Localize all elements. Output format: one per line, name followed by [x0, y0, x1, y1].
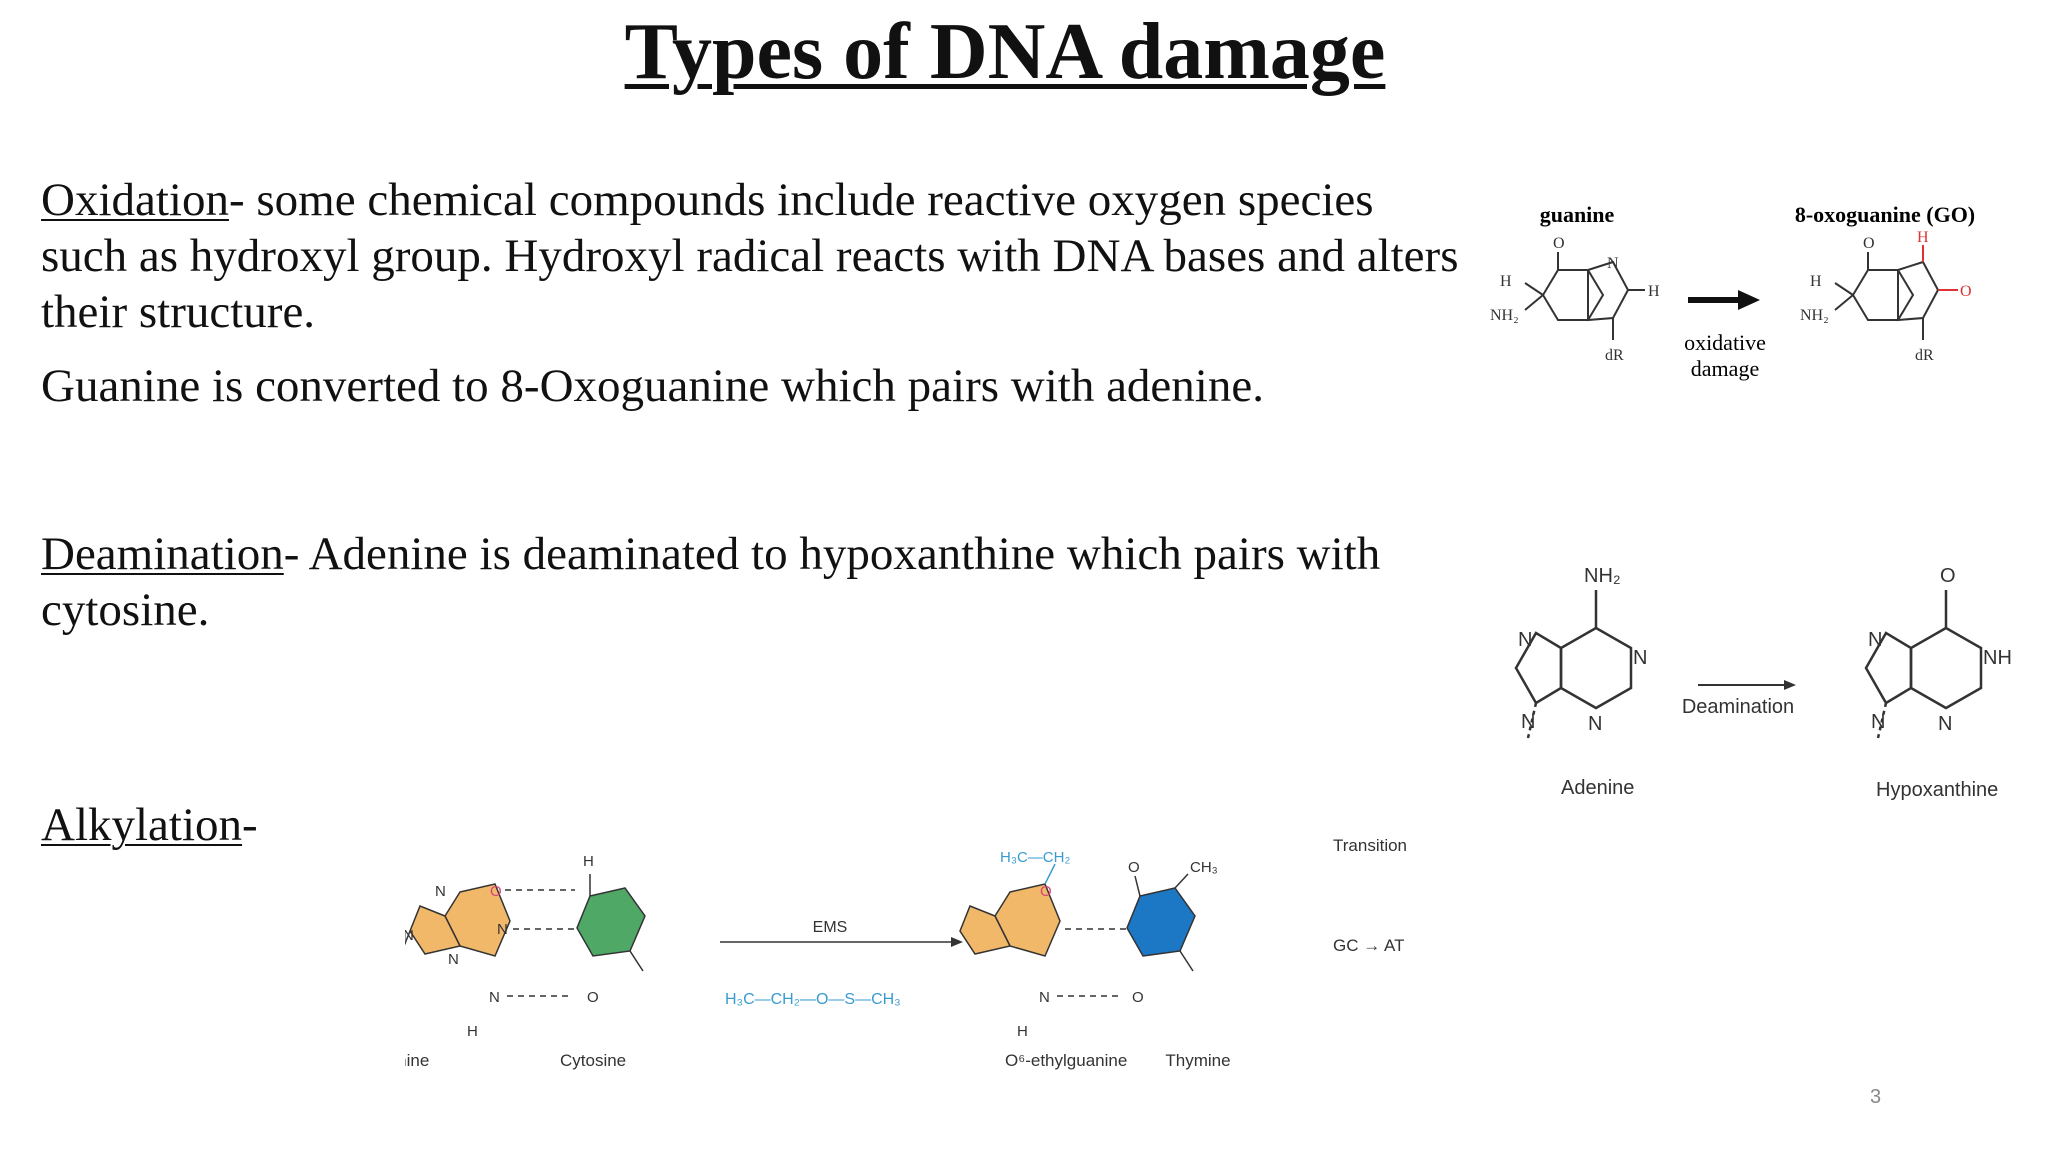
hypoxanthine-structure	[1864, 590, 1983, 739]
cytosine-molecule	[576, 874, 646, 972]
ems-label: EMS	[813, 919, 848, 936]
alkylation-paragraph: Alkylation-	[41, 797, 1461, 853]
adenine-label: Adenine	[1561, 777, 1634, 799]
guanine-caption: Guanine	[405, 1051, 429, 1070]
slide-title: Types of DNA damage	[624, 8, 1386, 96]
arrow-label-damage: damage	[1691, 356, 1759, 381]
ethyl-hydrogen-bonds	[1057, 928, 1127, 997]
ethylguanine-molecule	[959, 863, 1061, 957]
deamination-term: Deamination	[41, 528, 284, 580]
guanine-n2: N	[489, 989, 500, 1006]
alkylation-figure: O N N N N N H H O	[405, 836, 1430, 1084]
ethylguanine-oxygen: O	[1040, 883, 1052, 900]
arrow-label-oxidative: oxidative	[1684, 330, 1766, 355]
cytosine-oxygen: O	[587, 989, 599, 1006]
deamination-text: - Adenine is deaminated to hypoxanthine …	[41, 528, 1381, 636]
adenine-atom-n7: N	[1518, 629, 1532, 651]
hypoxanthine-atom-nh: NH	[1983, 647, 2012, 669]
deamination-arrow	[1698, 680, 1796, 690]
oxidation-detail: Guanine is converted to 8-Oxoguanine whi…	[41, 360, 1264, 412]
guanine-n1: N	[497, 921, 508, 938]
oxidation-figure: guanine 8-oxoguanine (GO) O H N H NH₂ dR	[1470, 190, 2035, 420]
oxoguanine-structure	[1834, 245, 1958, 340]
guanine-atom-h: H	[1500, 273, 1512, 290]
guanine-atom-o: O	[1553, 235, 1565, 252]
adenine-atom-nh2: NH₂	[1584, 565, 1621, 587]
ethylguanine-caption: O⁶-ethylguanine	[1005, 1051, 1127, 1070]
oxoguanine-label: 8-oxoguanine (GO)	[1795, 202, 1975, 227]
oxidation-paragraph: Oxidation- some chemical compounds inclu…	[41, 172, 1461, 340]
cytosine-h: H	[583, 853, 594, 870]
guanine-atom-nh2: NH₂	[1490, 307, 1519, 324]
alkylation-term: Alkylation	[41, 799, 243, 851]
hypoxanthine-atom-n7: N	[1868, 629, 1882, 651]
guanine-n9: N	[405, 927, 414, 944]
deamination-arrow-label: Deamination	[1682, 696, 1794, 718]
adenine-structure	[1514, 590, 1633, 739]
adenine-atom-n3: N	[1588, 713, 1602, 735]
guanine-n7: N	[435, 883, 446, 900]
gc-hydrogen-bonds	[505, 889, 580, 997]
guanine-label: guanine	[1540, 202, 1615, 227]
deamination-paragraph: Deamination- Adenine is deaminated to hy…	[41, 526, 1461, 638]
thymine-caption: Thymine	[1165, 1051, 1230, 1070]
oxoguanine-atom-nh2: NH₂	[1800, 307, 1829, 324]
guanine-molecule	[405, 883, 511, 957]
oxoguanine-atom-h-red: H	[1917, 229, 1929, 246]
ethyl-group: H₃C—CH₂	[1000, 849, 1070, 866]
hypoxanthine-atom-o: O	[1940, 565, 1956, 587]
guanine-atom-dr: dR	[1605, 347, 1624, 364]
guanine-h: H	[467, 1023, 478, 1040]
thymine-methyl: CH₃	[1190, 859, 1218, 876]
adenine-atom-n1: N	[1633, 647, 1647, 669]
oxoguanine-atom-o: O	[1863, 235, 1875, 252]
ems-formula: H₃C—CH₂—O—S—CH₃	[725, 991, 901, 1008]
ethylguanine-n2: N	[1039, 989, 1050, 1006]
transition-label: Transition	[1333, 836, 1407, 855]
oxoguanine-atom-dr: dR	[1915, 347, 1934, 364]
gc-at-label: GC → AT	[1333, 936, 1404, 955]
alkylation-text: -	[242, 799, 258, 851]
page-number: 3	[1870, 1086, 1882, 1108]
guanine-atom-n: N	[1607, 255, 1619, 272]
guanine-atom-h2: H	[1648, 283, 1660, 300]
oxidation-arrow	[1688, 290, 1760, 310]
ethylguanine-h: H	[1017, 1023, 1028, 1040]
oxoguanine-atom-o-red: O	[1960, 283, 1972, 300]
thymine-oxygen-top: O	[1128, 859, 1140, 876]
adenine-atom-n9: N	[1521, 711, 1535, 733]
ems-arrow	[720, 937, 963, 947]
thymine-molecule	[1126, 873, 1196, 972]
guanine-oxygen: O	[490, 883, 502, 900]
hypoxanthine-label: Hypoxanthine	[1876, 779, 1998, 801]
oxidation-text: - some chemical compounds include reacti…	[41, 174, 1459, 338]
cytosine-caption: Cytosine	[560, 1051, 626, 1070]
hypoxanthine-atom-n9: N	[1871, 711, 1885, 733]
oxidation-term: Oxidation	[41, 174, 229, 226]
hypoxanthine-atom-n3: N	[1938, 713, 1952, 735]
oxoguanine-atom-h: H	[1810, 273, 1822, 290]
guanine-n3: N	[448, 951, 459, 968]
deamination-figure: NH₂ N N N N Adenine Deamination O NH	[1466, 528, 2038, 818]
guanine-structure	[1524, 252, 1645, 340]
thymine-oxygen-bottom: O	[1132, 989, 1144, 1006]
